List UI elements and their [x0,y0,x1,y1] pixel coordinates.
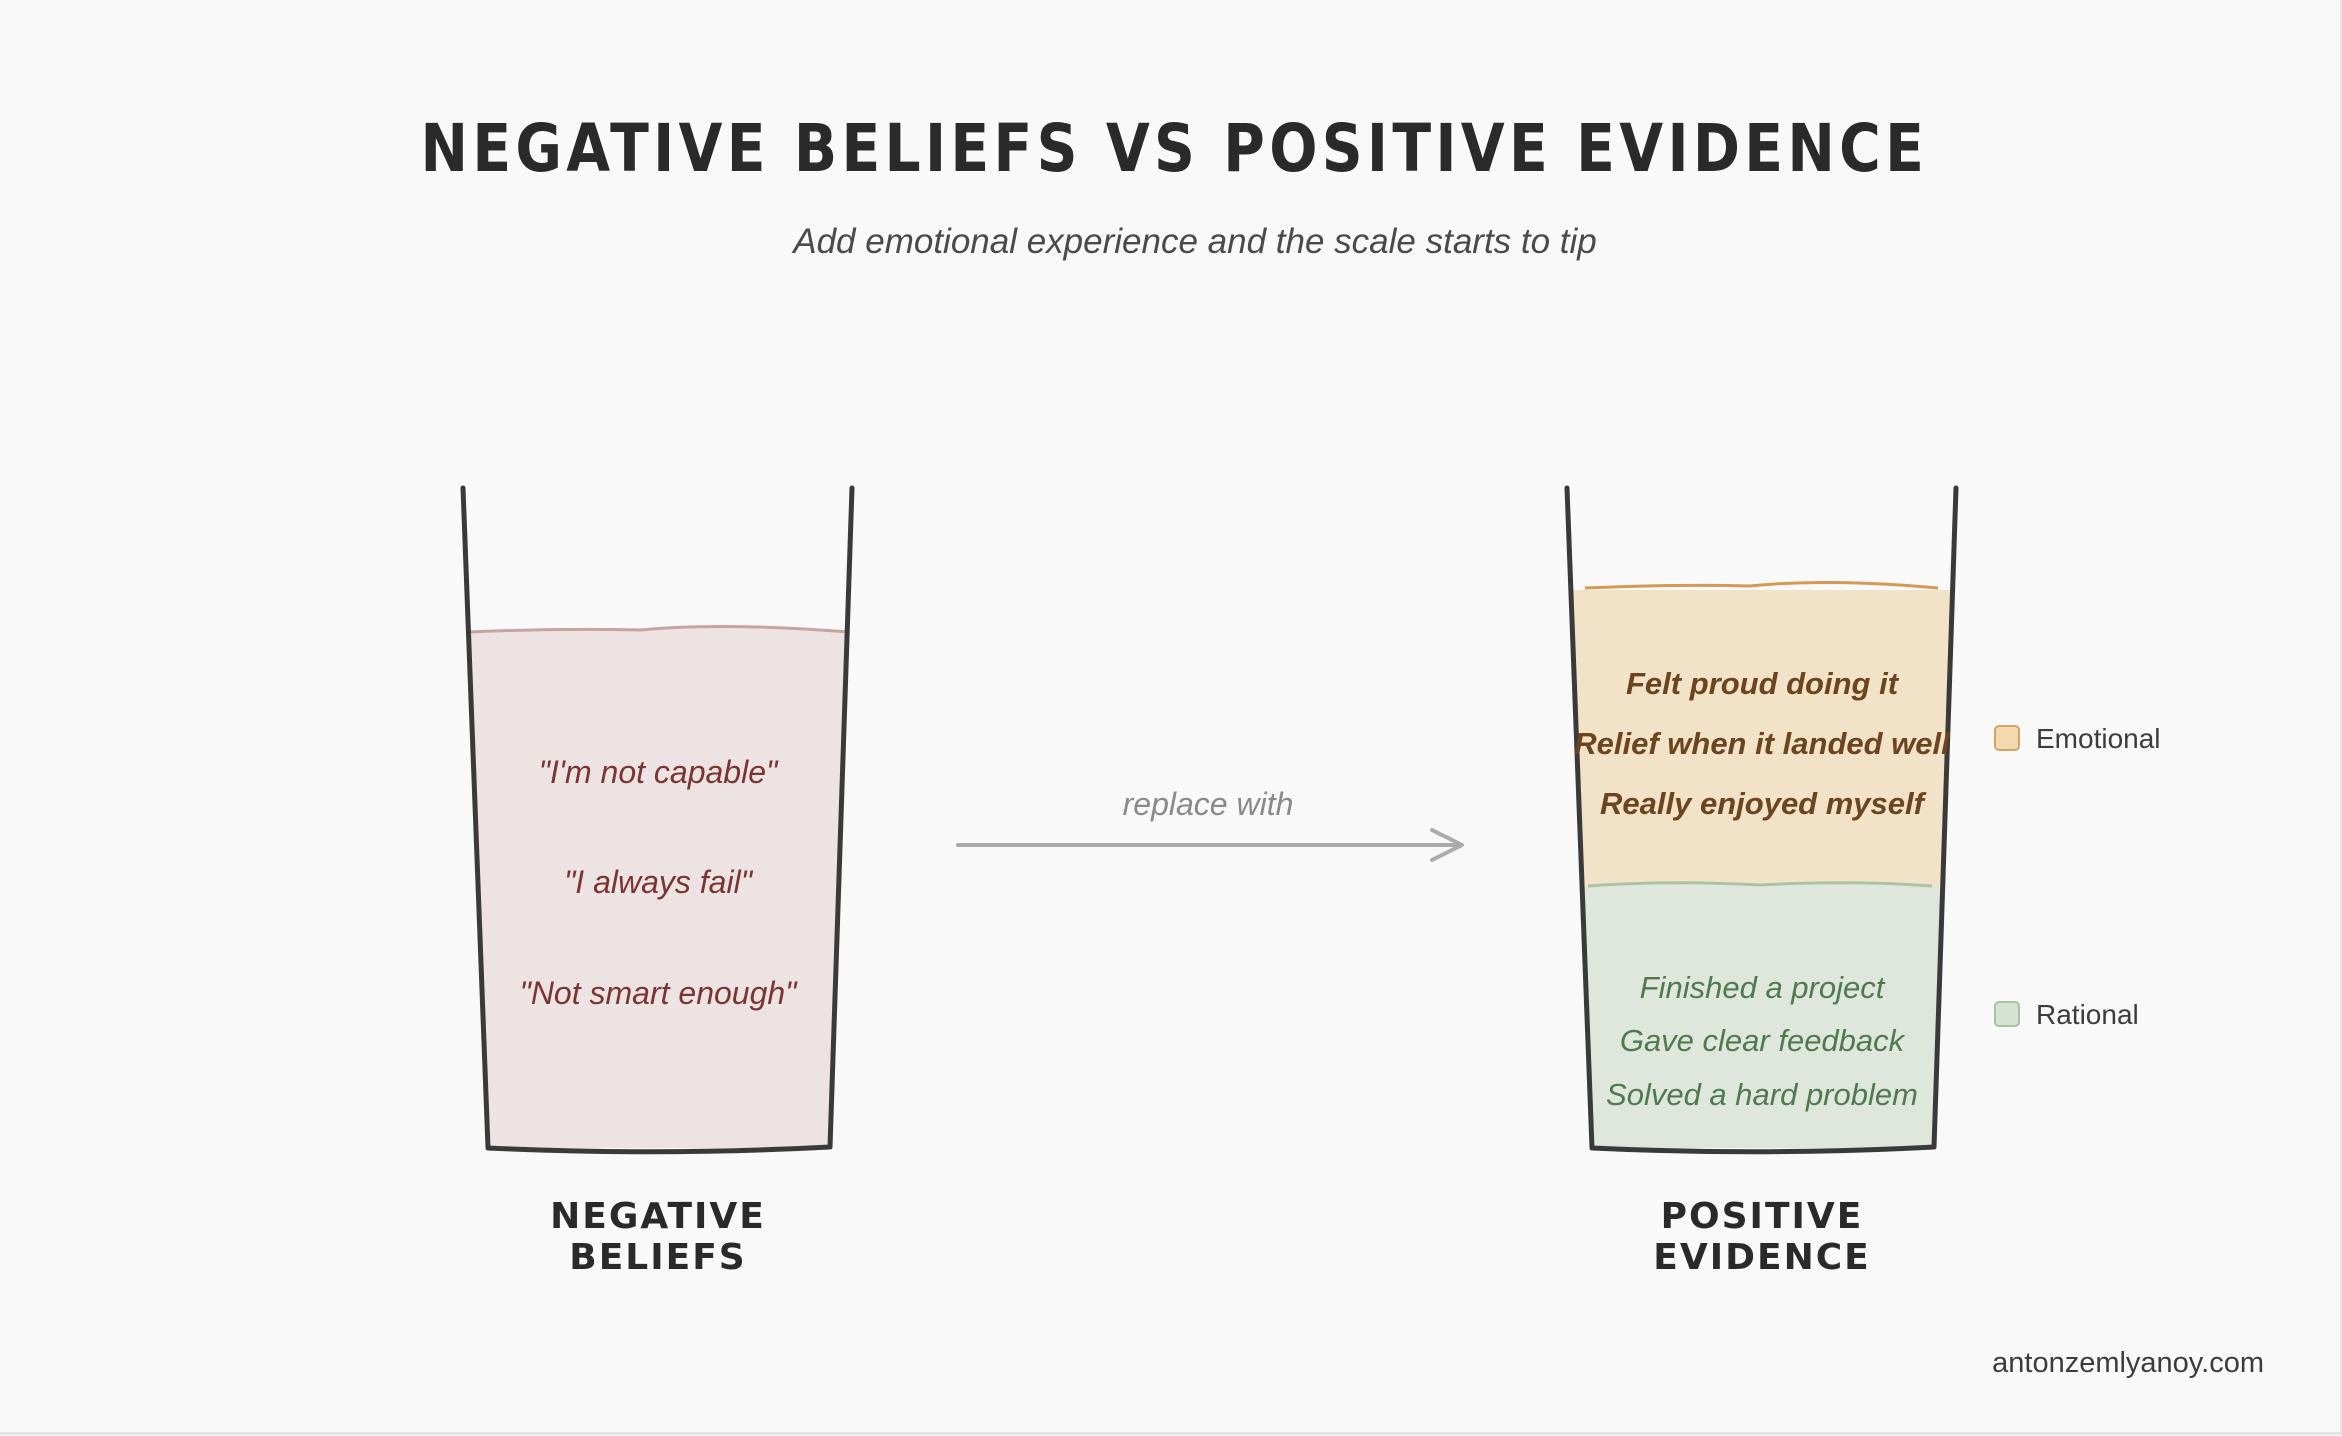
rational-evidence-2: Gave clear feedback [1619,1023,1905,1058]
positive-glass-outline [1564,485,1959,1155]
emotional-layer-surface [1584,580,1939,590]
negative-belief-2: "I always fail" [563,864,753,900]
rational-evidence-1: Finished a project [1639,970,1885,1005]
emotional-layer-fill [1571,590,1955,886]
credit-link: antonzemlyanoy.com [1992,1347,2264,1379]
emotional-evidence-3: Really enjoyed myself [1600,786,1924,821]
arrow-label: replace with [1122,786,1294,822]
rational-evidence-3: Solved a hard problem [1606,1077,1918,1112]
page-subtitle: Add emotional experience and the scale s… [793,222,1597,261]
emotional-evidence-1: Felt proud doing it [1625,666,1899,701]
rational-layer-fill [1581,882,1942,1148]
legend-rational-swatch [1994,1001,2020,1027]
negative-glass-surface [469,624,849,634]
positive-glass-caption: POSITIVE EVIDENCE [1653,1196,1871,1278]
legend-rational-label: Rational [2036,999,2139,1030]
page-title: NEGATIVE BELIEFS VS POSITIVE EVIDENCE [420,110,1929,187]
negative-belief-1: "I'm not capable" [538,754,778,790]
legend-emotional-swatch [1994,725,2020,751]
negative-glass-outline [460,485,855,1155]
arrow-head [1430,828,1464,862]
emotional-evidence-2: Relief when it landed well [1574,726,1950,761]
negative-glass-caption: NEGATIVE BELIEFS [550,1196,766,1278]
rational-layer-surface [1587,881,1933,888]
negative-belief-3: "Not smart enough" [519,975,797,1011]
negative-glass-fill [470,626,848,1148]
legend-emotional-label: Emotional [2036,723,2161,754]
